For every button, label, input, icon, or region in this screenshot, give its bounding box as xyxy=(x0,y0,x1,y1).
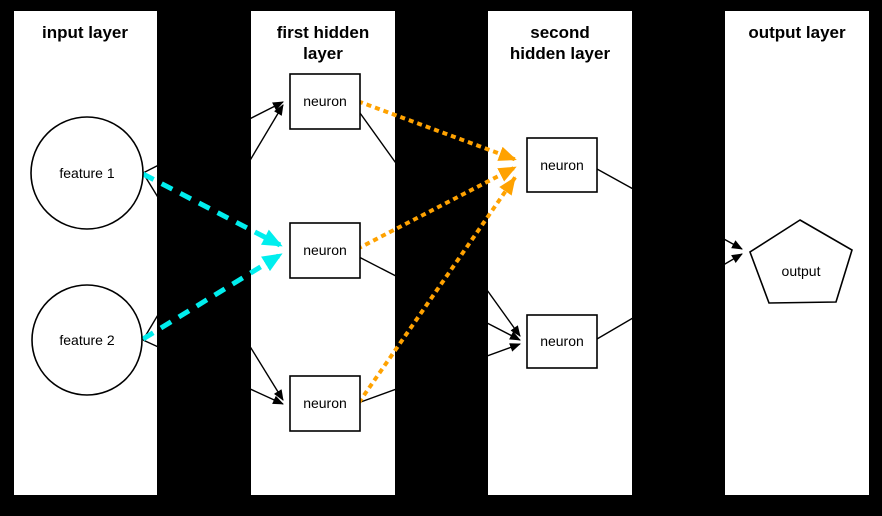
edge-h1n1-to-h2n1-highlight xyxy=(357,99,517,162)
node-feature1 xyxy=(30,116,144,230)
edge-h2n1-to-output xyxy=(596,168,743,250)
node-feature2 xyxy=(31,284,143,396)
panel-second-hidden-layer xyxy=(486,9,634,497)
label-hidden1-neuron3: neuron xyxy=(303,395,347,411)
edge-feature1-to-h1n2-highlight xyxy=(141,171,283,248)
label-feature2: feature 2 xyxy=(59,332,114,348)
edge-h1n3-to-h2n1-highlight xyxy=(357,176,517,404)
label-output: output xyxy=(782,263,821,279)
title-output-layer: output layer xyxy=(748,23,846,42)
node-output-pentagon xyxy=(749,219,853,304)
title-input-layer: input layer xyxy=(42,23,128,42)
layer-titles: input layer first hidden layer second hi… xyxy=(42,23,846,63)
panel-input-layer xyxy=(12,9,159,497)
node-hidden1-neuron1 xyxy=(289,73,361,130)
title-first-hidden-line2: layer xyxy=(303,44,343,63)
edge-h1n3-to-h2n2 xyxy=(357,343,521,404)
label-feature1: feature 1 xyxy=(59,165,114,181)
label-hidden1-neuron2: neuron xyxy=(303,242,347,258)
edge-h1n2-to-h2n2 xyxy=(358,256,521,341)
label-hidden2-neuron1: neuron xyxy=(540,157,584,173)
label-hidden1-neuron1: neuron xyxy=(303,93,347,109)
edges-cyan xyxy=(141,171,283,342)
title-second-hidden-line1: second xyxy=(530,23,590,42)
edges-orange xyxy=(356,99,517,404)
edge-feature1-to-h1n1 xyxy=(142,101,284,174)
node-hidden1-neuron2-cyan xyxy=(289,222,361,279)
node-hidden1-neuron3 xyxy=(289,375,361,432)
edge-h1n2-to-h2n1-highlight xyxy=(356,165,517,251)
nodes xyxy=(30,73,853,432)
edge-h2n2-to-output xyxy=(596,253,743,340)
label-hidden2-neuron2: neuron xyxy=(540,333,584,349)
edge-feature2-to-h1n3 xyxy=(142,339,284,405)
edge-feature2-to-h1n2-highlight xyxy=(141,252,283,342)
edge-feature2-to-h1n1 xyxy=(142,104,284,341)
node-labels: feature 1 feature 2 neuron neuron neuron… xyxy=(59,93,820,411)
edges-black xyxy=(142,101,743,405)
node-hidden2-neuron2 xyxy=(526,314,598,369)
edge-feature1-to-h1n3 xyxy=(142,172,284,401)
title-first-hidden-line1: first hidden xyxy=(277,23,370,42)
node-hidden2-neuron1-orange xyxy=(526,137,598,193)
edge-h1n1-to-h2n2 xyxy=(359,112,521,337)
title-second-hidden-line2: hidden layer xyxy=(510,44,611,63)
